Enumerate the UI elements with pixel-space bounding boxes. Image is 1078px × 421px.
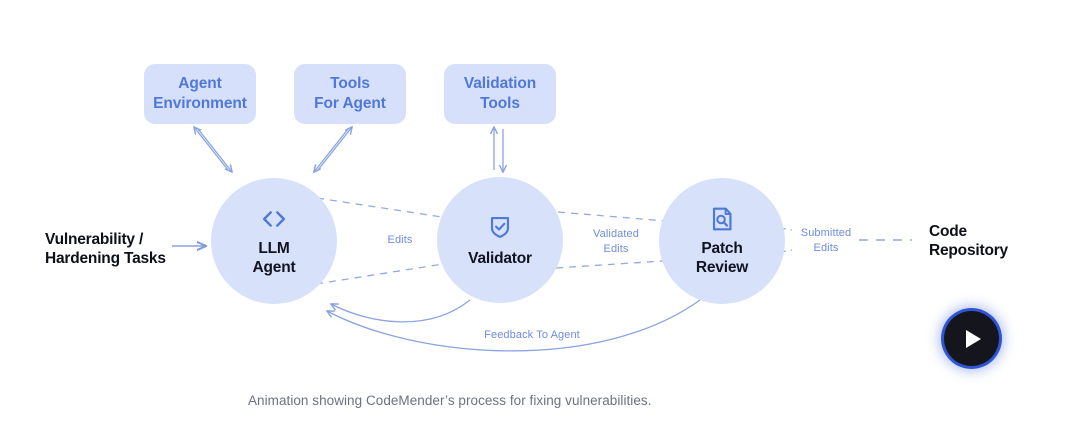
tool-box-label: Agent Environment [153,74,247,113]
tool-box-label-line1: Agent [178,75,222,93]
play-button[interactable] [944,311,999,366]
wire-label-line1: Feedback To Agent [484,329,580,341]
node-llm-agent[interactable]: LLM Agent [211,178,337,304]
wire-label-line2: Edits [603,242,629,255]
wire-feedback-from-patch-review [327,299,701,352]
code-brackets-icon [262,211,286,227]
node-label-line1: Validator [468,249,532,267]
label-code-repository: Code Repository [929,223,1069,261]
endpoint-label-line2: Repository [929,241,1008,259]
node-validator[interactable]: Validator [437,177,563,303]
shield-check-icon [490,216,510,238]
wire-agent-env-up [194,127,229,171]
tool-box-label-line2: Environment [153,95,247,112]
wire-tools-up [317,127,352,171]
node-label-line1: Patch [701,240,743,258]
tool-box-label-line1: Tools [330,75,370,93]
wire-label-line2: Edits [813,241,839,254]
tool-box-label-line2: For Agent [314,95,386,112]
endpoint-label-line1: Code [929,223,967,240]
wire-label-line1: Edits [387,234,413,246]
play-triangle-icon [966,329,981,348]
tool-box-agent-environment[interactable]: Agent Environment [144,64,256,124]
wire-edits-top [316,197,456,220]
endpoint-label-line1: Vulnerability / [45,231,144,248]
wire-label-validated-edits: Validated Edits [548,227,684,257]
tool-box-label: Tools For Agent [314,74,386,113]
wire-label-submitted-edits: Submitted Edits [760,226,892,256]
wire-validated-edits-top [557,211,678,223]
wire-edits-bottom [315,261,457,285]
tool-box-label-line1: Validation [463,75,537,93]
node-label-line2: Review [695,259,749,276]
tool-box-label-line2: Tools [480,95,520,112]
node-patch-review[interactable]: Patch Review [659,178,785,304]
node-label-line2: Agent [252,259,296,276]
wire-agent-env-down [197,128,232,172]
node-label-line1: LLM [258,240,290,258]
wire-validated-edits-bottom [555,259,679,269]
tool-box-label: Validation Tools [464,74,536,113]
diagram-caption: Animation showing CodeMender’s process f… [248,393,652,408]
wire-label-line1: Validated [593,228,639,240]
tool-box-validation-tools[interactable]: Validation Tools [444,64,556,124]
node-label: Validator [468,250,532,269]
tool-box-tools-for-agent[interactable]: Tools For Agent [294,64,406,124]
endpoint-label-line2: Hardening Tasks [45,249,166,267]
document-search-icon [712,207,732,231]
wire-tools-down [314,128,349,172]
wire-label-feedback-to-agent: Feedback To Agent [422,328,642,343]
label-vulnerability-hardening-tasks: Vulnerability / Hardening Tasks [45,231,215,269]
wire-label-line1: Submitted [800,227,852,239]
node-label: Patch Review [696,240,748,278]
node-label: LLM Agent [253,240,296,278]
wire-feedback-from-validator [331,299,471,323]
wire-label-edits: Edits [338,233,462,248]
